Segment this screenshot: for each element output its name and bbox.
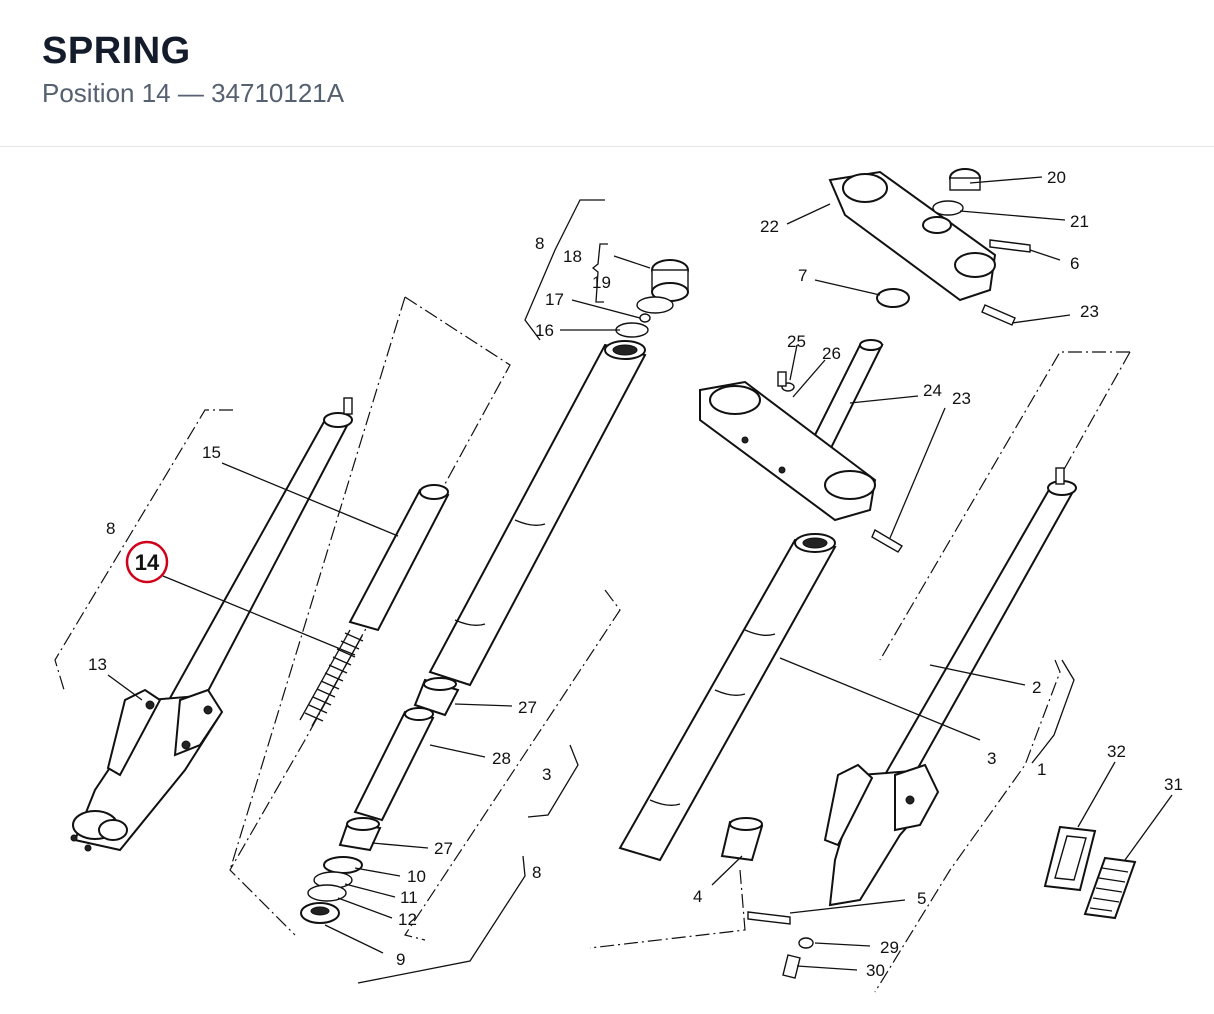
callout-17[interactable]: 17 bbox=[545, 290, 564, 309]
part-subtitle: Position 14 — 34710121A bbox=[42, 78, 345, 108]
leader-lines bbox=[107, 176, 1173, 971]
callout-12[interactable]: 12 bbox=[398, 910, 417, 929]
page-header: SPRING Position 14 — 34710121A bbox=[0, 0, 1214, 147]
decals bbox=[1043, 825, 1137, 920]
callout-3[interactable]: 3 bbox=[987, 749, 996, 768]
callout-6[interactable]: 6 bbox=[1070, 254, 1079, 273]
callout-11[interactable]: 11 bbox=[400, 888, 418, 907]
callout-28[interactable]: 28 bbox=[492, 749, 511, 768]
callout-23[interactable]: 23 bbox=[1080, 302, 1099, 321]
callout-31[interactable]: 31 bbox=[1164, 775, 1183, 794]
exploded-diagram: 14 8 15 13 8 18 19 17 16 27 28 3 27 10 1… bbox=[0, 147, 1214, 1009]
callout-29[interactable]: 29 bbox=[880, 938, 899, 957]
callout-20[interactable]: 20 bbox=[1047, 168, 1066, 187]
group-brackets bbox=[357, 243, 1075, 984]
callout-2[interactable]: 2 bbox=[1032, 678, 1041, 697]
highlight-circle[interactable] bbox=[125, 540, 169, 584]
callout-30[interactable]: 30 bbox=[866, 961, 885, 980]
callout-8[interactable]: 8 bbox=[106, 519, 115, 538]
callout-5[interactable]: 5 bbox=[917, 889, 926, 908]
callout-15[interactable]: 15 bbox=[202, 443, 221, 462]
part-title: SPRING bbox=[42, 30, 191, 72]
callout-16[interactable]: 16 bbox=[535, 321, 554, 340]
callout-labels: 8 15 13 8 18 19 17 16 27 28 3 27 10 11 1… bbox=[88, 168, 1183, 980]
callout-8[interactable]: 8 bbox=[535, 234, 544, 253]
callout-3[interactable]: 3 bbox=[542, 765, 551, 784]
callout-18[interactable]: 18 bbox=[563, 247, 582, 266]
callout-26[interactable]: 26 bbox=[822, 344, 841, 363]
callout-4[interactable]: 4 bbox=[693, 887, 702, 906]
callout-32[interactable]: 32 bbox=[1107, 742, 1126, 761]
spring-coil bbox=[299, 629, 364, 727]
fork-leg-right bbox=[747, 351, 1131, 993]
callout-24[interactable]: 24 bbox=[923, 381, 942, 400]
callout-13[interactable]: 13 bbox=[88, 655, 107, 674]
callout-22[interactable]: 22 bbox=[760, 217, 779, 236]
callout-23[interactable]: 23 bbox=[952, 389, 971, 408]
callout-10[interactable]: 10 bbox=[407, 867, 426, 886]
outer-tube-center bbox=[300, 199, 689, 941]
callout-8[interactable]: 8 bbox=[532, 863, 541, 882]
callout-14[interactable]: 14 bbox=[135, 550, 160, 575]
callout-25[interactable]: 25 bbox=[787, 332, 806, 351]
callout-27[interactable]: 27 bbox=[518, 698, 537, 717]
callout-19[interactable]: 19 bbox=[592, 273, 611, 292]
outer-tube-right bbox=[589, 533, 837, 949]
triple-clamps bbox=[699, 168, 1031, 553]
fork-leg-left bbox=[54, 296, 511, 936]
callout-27[interactable]: 27 bbox=[434, 839, 453, 858]
callout-1[interactable]: 1 bbox=[1037, 760, 1046, 779]
callout-7[interactable]: 7 bbox=[798, 266, 807, 285]
callout-9[interactable]: 9 bbox=[396, 950, 405, 969]
callout-21[interactable]: 21 bbox=[1070, 212, 1089, 231]
